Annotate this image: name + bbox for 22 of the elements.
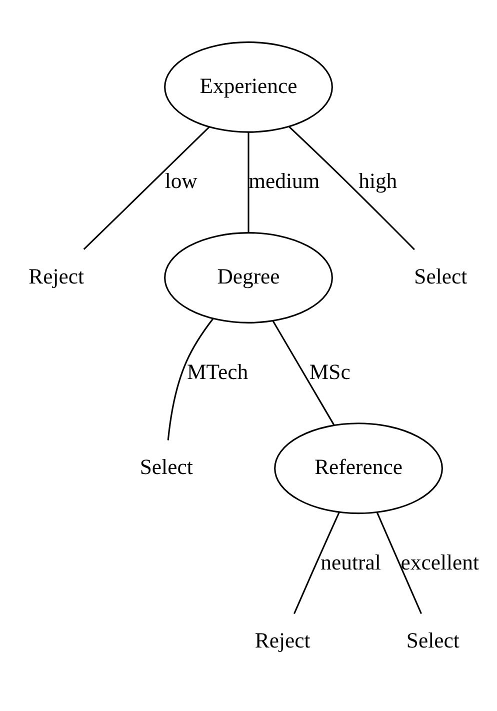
connector <box>83 126 210 250</box>
node-text: Select <box>140 454 193 479</box>
node-ellipse: Experience <box>164 40 333 132</box>
node-text: Reject <box>28 264 84 288</box>
edge-label: excellent <box>400 550 480 574</box>
edge-label: MTech <box>186 359 248 384</box>
connector <box>288 126 415 250</box>
connector <box>248 132 250 232</box>
node-text: Select <box>406 628 460 652</box>
node-text: Select <box>414 264 468 288</box>
node-text: Reject <box>254 628 310 652</box>
edge-label: high <box>358 168 398 193</box>
edge-label: neutral <box>320 550 381 574</box>
node-ellipse: Reference <box>274 422 443 514</box>
edge-label: medium <box>248 168 320 193</box>
connector <box>272 320 335 426</box>
edge-label: MSc <box>309 359 350 384</box>
node-ellipse: Degree <box>164 232 333 323</box>
connector <box>376 512 422 614</box>
connector <box>294 512 340 614</box>
edge-label: low <box>164 168 198 193</box>
connector <box>167 318 214 440</box>
